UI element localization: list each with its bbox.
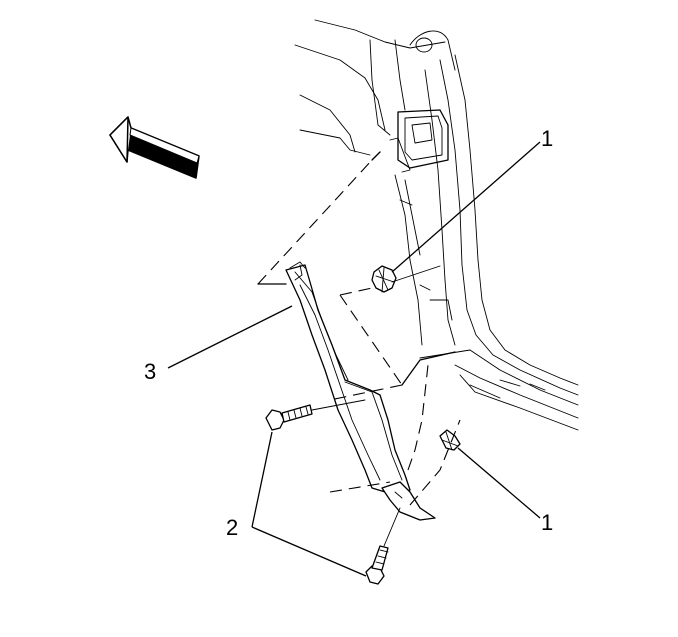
bolt-lower <box>365 507 401 585</box>
assembly-lines <box>257 151 461 506</box>
callout-trim-panel: 3 <box>144 359 156 384</box>
retainer-clip-lower <box>439 429 461 451</box>
vehicle-body-pillar <box>294 19 579 431</box>
retainer-clip-upper <box>371 265 441 293</box>
bolt-upper <box>265 399 366 431</box>
leader-lines <box>167 141 541 577</box>
callout-fastener-bottom: 1 <box>541 510 553 535</box>
arrow-front-icon <box>109 116 200 179</box>
pillar-trim-panel <box>285 261 436 521</box>
callout-bolts: 2 <box>226 515 238 540</box>
callout-fastener-top: 1 <box>541 126 553 151</box>
